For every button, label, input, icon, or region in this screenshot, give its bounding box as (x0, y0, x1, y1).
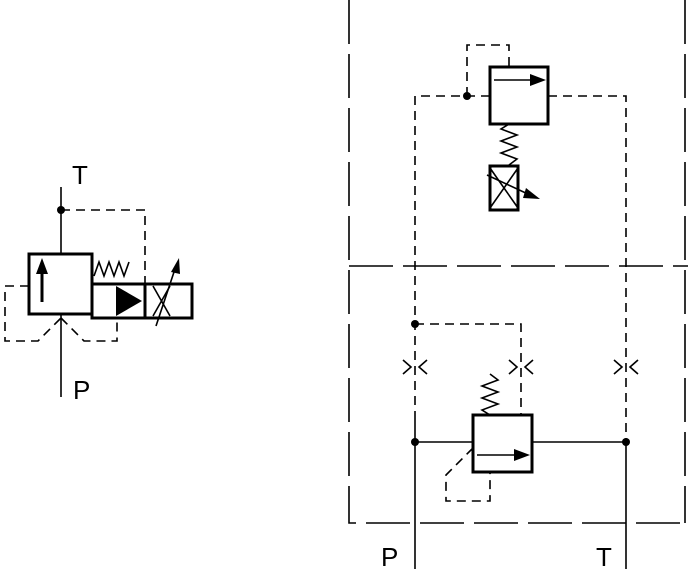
adjust-arrow-head (171, 258, 180, 274)
lower-flow-arrow-head (514, 449, 530, 461)
throttle-block (143, 282, 194, 320)
tank-junction-dot (622, 438, 630, 446)
pressure-junction-dot (411, 438, 419, 446)
lower-spring-icon (479, 373, 501, 416)
check-triangle-icon (116, 286, 142, 316)
flow-arrow-head (36, 258, 48, 274)
upper-cross-b (489, 167, 519, 209)
upper-adjust-head (523, 188, 540, 199)
upper-adjust-shaft (486, 174, 531, 196)
orifice-right-icon (613, 359, 639, 375)
lower-junction-dot-top (411, 320, 419, 328)
frame-left-bottom (348, 0, 688, 524)
pilot-line-top (61, 209, 146, 284)
adjust-arrow-shaft (155, 265, 177, 327)
upper-return-line (548, 95, 627, 440)
orifice-left-icon (402, 359, 428, 375)
lower-pilot-line (415, 323, 522, 414)
lower-drain-line (445, 447, 491, 502)
upper-spring-icon (498, 123, 520, 166)
port-label-p-right: P (381, 542, 398, 569)
upper-throttle-block (488, 164, 520, 212)
port-label-p: P (73, 375, 90, 405)
right-schematic: P T (348, 0, 688, 569)
drain-line-left (4, 285, 62, 342)
lower-valve-block (471, 413, 534, 474)
port-label-t-right: T (596, 542, 612, 569)
upper-supply-line (414, 95, 490, 420)
left-valve-symbol: T P (4, 160, 194, 405)
orifice-middle-icon (508, 359, 534, 375)
spring-icon (93, 259, 130, 279)
port-label-t: T (72, 160, 88, 190)
upper-valve-block (488, 65, 550, 126)
upper-flow-arrow-head (530, 74, 546, 86)
drain-line-right (60, 317, 118, 342)
upper-pilot-line (466, 44, 510, 96)
main-valve-block (27, 252, 94, 316)
